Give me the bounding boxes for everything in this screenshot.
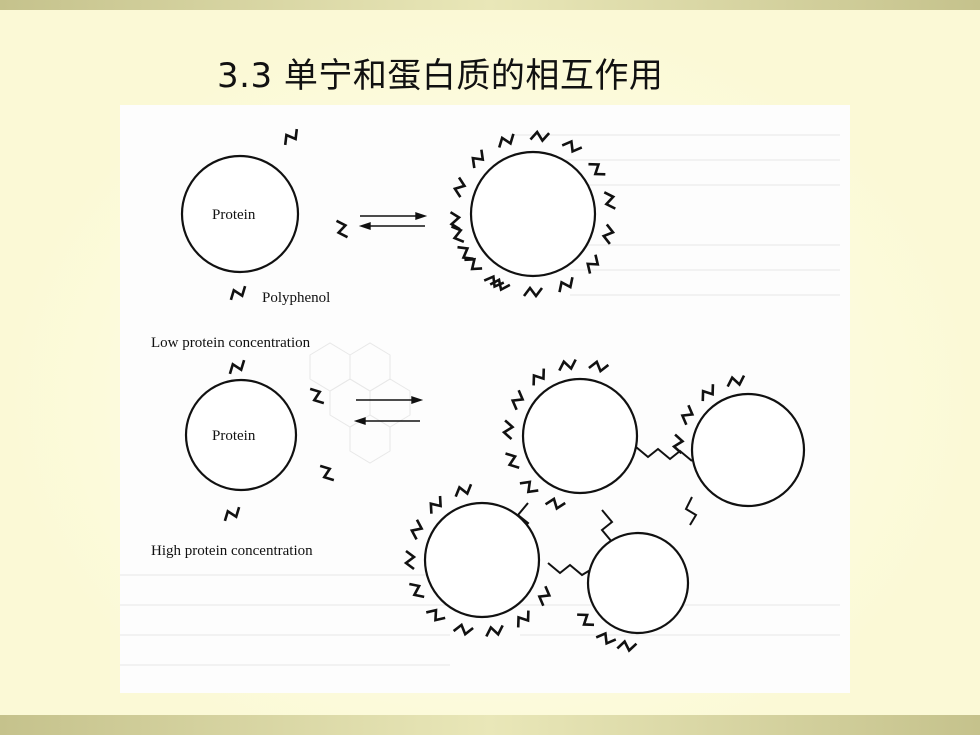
equilibrium-arrows-high xyxy=(353,396,424,425)
polyphenol-protein-complex-low xyxy=(449,130,617,298)
legend-polyphenol-label: Polyphenol xyxy=(262,290,330,306)
free-polyphenol-high-right xyxy=(308,384,326,408)
free-polyphenol-high-lower xyxy=(318,461,336,485)
protein-aggregate xyxy=(404,358,806,653)
protein-polyphenol-figure: Protein Polyphenol Low protein concentra… xyxy=(120,105,850,693)
caption-high-concentration: High protein concentration xyxy=(151,543,313,559)
figure-canvas: Protein Polyphenol Low protein concentra… xyxy=(120,127,840,666)
bottom-accent-bar xyxy=(0,715,980,735)
free-polyphenol-top xyxy=(279,127,303,147)
caption-low-concentration: Low protein concentration xyxy=(151,335,311,351)
protein-label-high: Protein xyxy=(212,428,256,444)
protein-label-low: Protein xyxy=(212,207,256,223)
free-polyphenol-mid xyxy=(335,218,349,240)
top-accent-bar xyxy=(0,0,980,10)
free-polyphenol-high-bottom xyxy=(220,505,244,523)
protein-circle-high xyxy=(184,378,298,492)
protein-circle-low xyxy=(180,154,300,274)
legend-polyphenol-symbol xyxy=(226,284,250,302)
equilibrium-arrows-low xyxy=(358,212,428,230)
slide-title: 3.3 单宁和蛋白质的相互作用 xyxy=(217,56,664,96)
free-polyphenol-high-top xyxy=(225,358,249,376)
